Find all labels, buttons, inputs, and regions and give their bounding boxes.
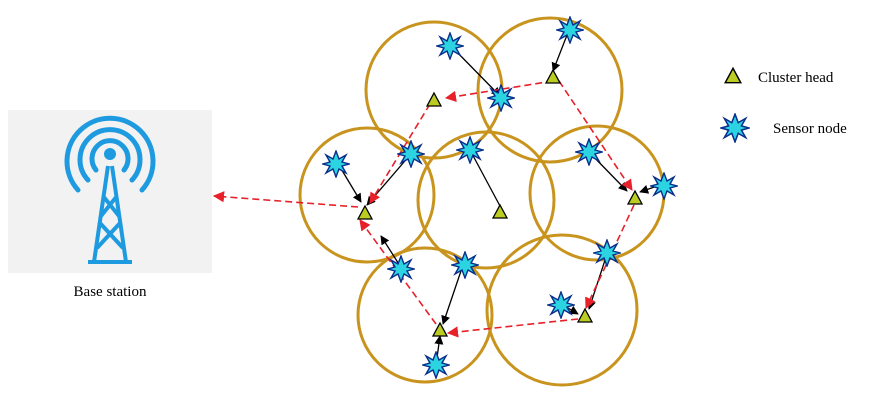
cluster-head-node xyxy=(545,69,561,84)
intra-link xyxy=(587,253,608,310)
sensor-node xyxy=(556,16,584,44)
sensor-node xyxy=(487,84,515,112)
cluster-head-node xyxy=(426,92,442,107)
sensor-node xyxy=(422,351,450,379)
cluster-circle-top-left xyxy=(364,20,504,160)
cluster-circle-center xyxy=(416,130,556,270)
inter-link xyxy=(212,191,359,208)
cluster-circles xyxy=(298,16,666,387)
inter-link xyxy=(444,80,554,102)
intra-link xyxy=(441,264,464,325)
radio-tower-icon xyxy=(64,115,156,264)
cluster-circle-bottom-right xyxy=(485,233,639,387)
sensor-node xyxy=(451,251,479,279)
base-station-panel xyxy=(8,110,212,273)
cluster-head-node xyxy=(492,204,508,219)
sensor-node xyxy=(575,138,603,166)
intra-link xyxy=(366,154,411,206)
sensor-node xyxy=(547,291,575,319)
cluster-circle-bottom-left xyxy=(356,246,494,384)
sensor-node xyxy=(436,32,464,60)
cluster-head-node xyxy=(627,190,643,205)
sensor-node xyxy=(456,136,484,164)
star-burst-icon xyxy=(720,113,750,143)
triangle-icon xyxy=(724,67,742,84)
cluster-circle-left xyxy=(298,126,436,264)
inter-link xyxy=(446,318,579,338)
legend: Cluster head Sensor node xyxy=(720,67,847,143)
base-station-label: Base station xyxy=(74,284,147,300)
legend-sensor-node-label: Sensor node xyxy=(773,121,847,137)
sensor-node xyxy=(322,150,350,178)
cluster-circle-top-right xyxy=(476,16,624,164)
cluster-head-node xyxy=(432,322,448,337)
base-station: Base station xyxy=(8,110,212,300)
intra-link xyxy=(551,29,570,72)
cluster-head-node xyxy=(577,308,593,323)
sensor-node xyxy=(593,239,621,267)
sensor-node xyxy=(387,255,415,283)
sensor-node xyxy=(397,140,425,168)
cluster-head-node xyxy=(357,205,373,220)
intra-link xyxy=(469,149,501,207)
legend-cluster-head-label: Cluster head xyxy=(758,70,834,86)
sensor-node xyxy=(650,172,678,200)
